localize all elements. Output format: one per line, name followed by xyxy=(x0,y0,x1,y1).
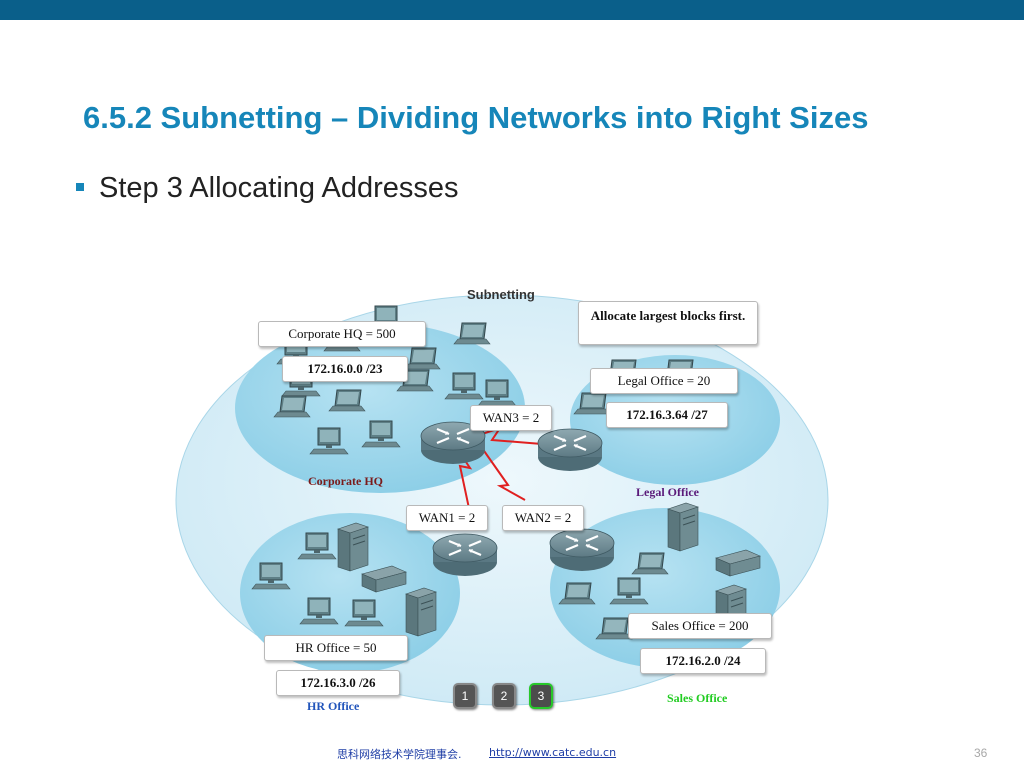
hr-office-label: HR Office = 50 xyxy=(264,635,408,661)
slide-title: 6.5.2 Subnetting – Dividing Networks int… xyxy=(83,100,869,135)
step-3-button[interactable]: 3 xyxy=(529,683,553,709)
sales-office-label: Sales Office = 200 xyxy=(628,613,772,639)
legal-office-zone-label: Legal Office xyxy=(636,485,699,499)
square-bullet-icon xyxy=(76,183,84,191)
corporate-hq-address: 172.16.0.0 /23 xyxy=(282,356,408,382)
diagram-heading: Subnetting xyxy=(467,287,535,302)
sales-office-address: 172.16.2.0 /24 xyxy=(640,648,766,674)
page-number: 36 xyxy=(974,746,988,760)
corporate-hq-zone-label: Corporate HQ xyxy=(308,474,383,488)
wan2-label: WAN2 = 2 xyxy=(502,505,584,531)
legal-office-label: Legal Office = 20 xyxy=(590,368,738,394)
footer-organization: 思科网络技术学院理事会. xyxy=(337,748,462,761)
footer-link[interactable]: http://www.catc.edu.cn xyxy=(489,746,617,759)
subnetting-diagram: Subnetting Allocate largest blocks first… xyxy=(170,278,840,720)
wan3-label: WAN3 = 2 xyxy=(470,405,552,431)
hr-office-address: 172.16.3.0 /26 xyxy=(276,670,400,696)
allocation-note: Allocate largest blocks first. xyxy=(578,301,758,345)
bullet-text: Step 3 Allocating Addresses xyxy=(99,172,459,204)
wan1-label: WAN1 = 2 xyxy=(406,505,488,531)
hr-office-zone-label: HR Office xyxy=(307,699,360,713)
bullet-item: Step 3 Allocating Addresses xyxy=(76,172,459,205)
top-accent-bar xyxy=(0,0,1024,20)
legal-office-address: 172.16.3.64 /27 xyxy=(606,402,728,428)
step-1-button[interactable]: 1 xyxy=(453,683,477,709)
step-2-button[interactable]: 2 xyxy=(492,683,516,709)
sales-office-zone-label: Sales Office xyxy=(667,691,728,705)
corporate-hq-label: Corporate HQ = 500 xyxy=(258,321,426,347)
